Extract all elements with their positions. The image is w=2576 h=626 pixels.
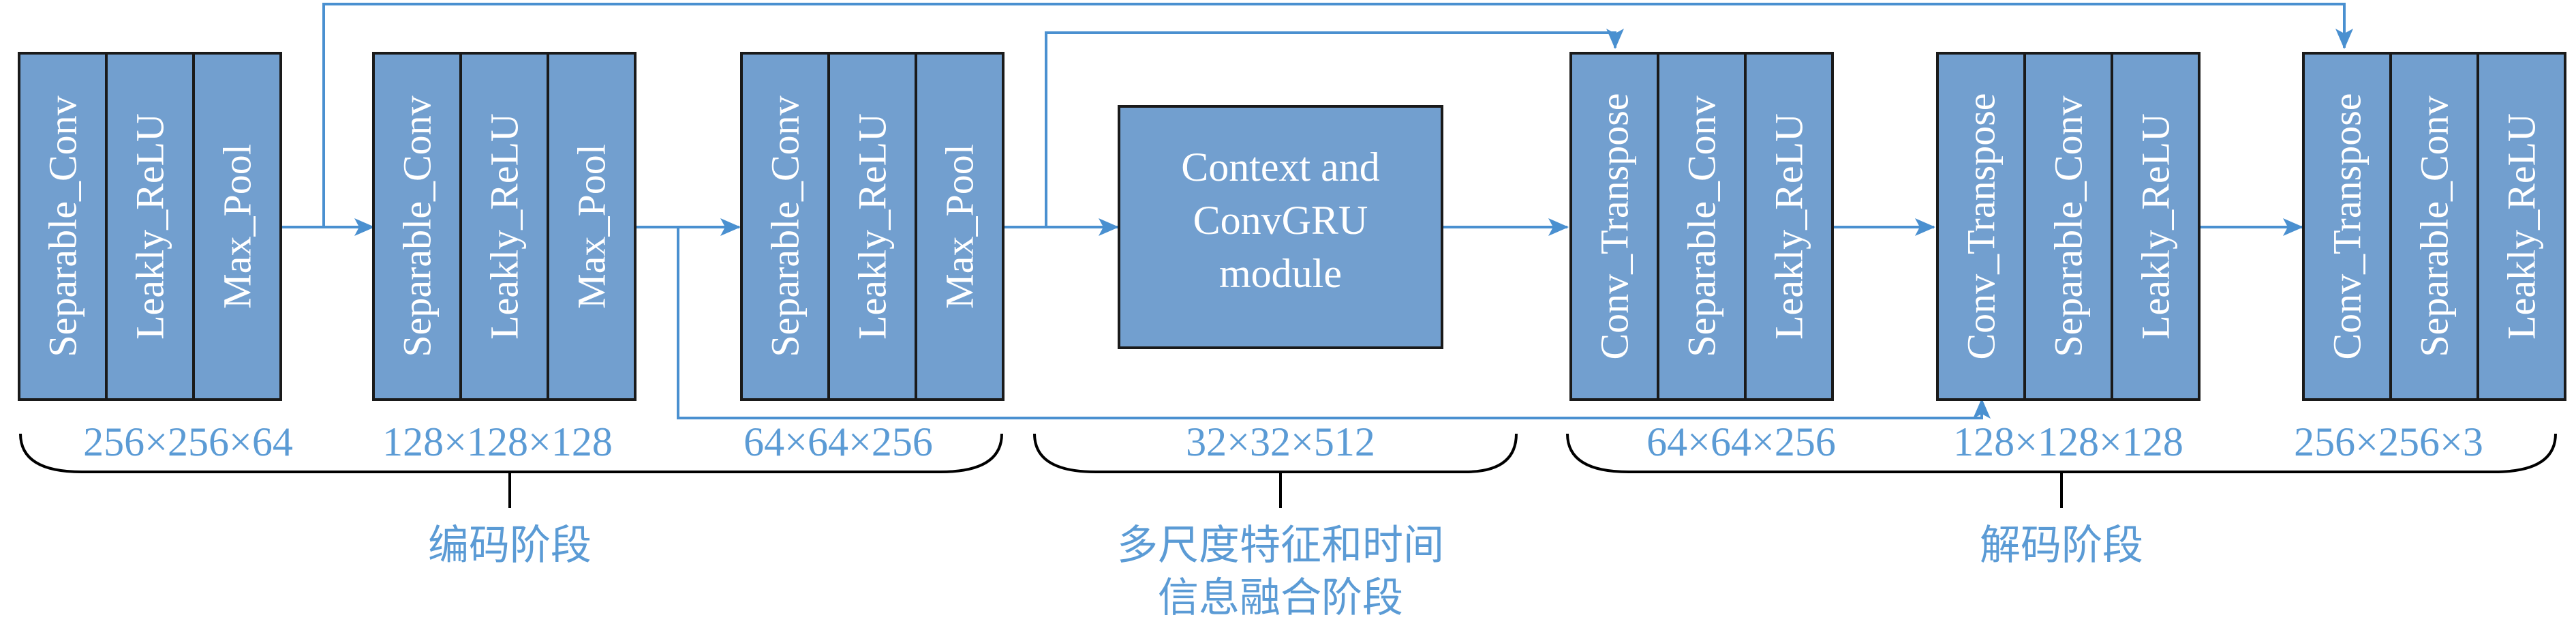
layer-label: Max_Pool bbox=[215, 144, 260, 309]
layer-block-1: Separable_Conv Leakly_ReLU Max_Pool bbox=[18, 52, 282, 401]
dims-label-5: 128×128×128 bbox=[1953, 419, 2183, 464]
layer-cell bbox=[547, 52, 637, 401]
layer-label: Leakly_ReLU bbox=[2134, 113, 2178, 340]
module-box bbox=[1118, 105, 1443, 349]
layer-block-3: Separable_Conv Leakly_ReLU Max_Pool bbox=[740, 52, 1005, 401]
layer-cell bbox=[105, 52, 195, 401]
layer-label: Max_Pool bbox=[938, 144, 982, 309]
layer-cell bbox=[915, 52, 1005, 401]
skip-connection-128 bbox=[677, 227, 1991, 419]
stage-labels: 编码阶段 多尺度特征和时间 信息融合阶段 解码阶段 bbox=[428, 522, 2143, 622]
module-label-line-2: ConvGRU bbox=[1193, 198, 1368, 243]
layer-cell bbox=[827, 52, 917, 401]
layer-cell bbox=[1744, 52, 1834, 401]
layer-label: Separable_Conv bbox=[2412, 95, 2457, 357]
layer-cell bbox=[1657, 52, 1747, 401]
layer-cell bbox=[1569, 52, 1659, 401]
dims-label-module: 32×32×512 bbox=[1186, 419, 1375, 464]
layer-label: Leakly_ReLU bbox=[2500, 113, 2544, 340]
layer-label: Conv_Transpose bbox=[1593, 93, 1637, 359]
module-label-line-3: module bbox=[1219, 251, 1342, 296]
dims-label-4: 64×64×256 bbox=[1646, 419, 1836, 464]
layer-label: Conv_Transpose bbox=[2325, 93, 2370, 359]
layer-cell bbox=[2477, 52, 2566, 401]
encoder-stage-label: 编码阶段 bbox=[428, 522, 592, 569]
dimension-labels: 256×256×64 128×128×128 64×64×256 32×32×5… bbox=[83, 419, 2483, 464]
layer-label: Leakly_ReLU bbox=[1767, 113, 1811, 340]
layer-label: Separable_Conv bbox=[395, 95, 440, 357]
dims-label-2: 128×128×128 bbox=[382, 419, 613, 464]
layer-label: Separable_Conv bbox=[1680, 95, 1724, 357]
layer-cell bbox=[740, 52, 830, 401]
layer-label: Leakly_ReLU bbox=[850, 113, 895, 340]
module-label-line-1: Context and bbox=[1181, 145, 1380, 190]
layer-label: Separable_Conv bbox=[763, 95, 808, 357]
layer-cell bbox=[2023, 52, 2113, 401]
stage-braces bbox=[19, 433, 2557, 508]
layer-label: Max_Pool bbox=[570, 144, 614, 309]
decoder-stage-label: 解码阶段 bbox=[1980, 522, 2143, 569]
layer-block-5: Conv_Transpose Separable_Conv Leakly_ReLU bbox=[1936, 52, 2201, 401]
fusion-stage-label-line-1: 多尺度特征和时间 bbox=[1117, 522, 1444, 569]
layer-block-6: Conv_Transpose Separable_Conv Leakly_ReLU bbox=[2302, 52, 2566, 401]
skip-connection-64 bbox=[1045, 29, 1624, 227]
layer-label: Leakly_ReLU bbox=[482, 113, 527, 340]
dims-label-3: 64×64×256 bbox=[743, 419, 933, 464]
layer-block-4: Conv_Transpose Separable_Conv Leakly_ReLU bbox=[1569, 52, 1834, 401]
layer-label: Separable_Conv bbox=[2046, 95, 2091, 357]
skip-connection-256 bbox=[322, 3, 2353, 227]
layer-cell bbox=[459, 52, 549, 401]
layer-cell bbox=[2111, 52, 2201, 401]
fusion-brace bbox=[1033, 433, 1518, 473]
layer-label: Conv_Transpose bbox=[1959, 93, 2004, 359]
layer-label: Leakly_ReLU bbox=[128, 113, 172, 340]
dims-label-1: 256×256×64 bbox=[83, 419, 293, 464]
fusion-stage-label-line-2: 信息融合阶段 bbox=[1158, 574, 1403, 622]
layer-label: Separable_Conv bbox=[41, 95, 85, 357]
layer-cell bbox=[192, 52, 282, 401]
dims-label-6: 256×256×3 bbox=[2294, 419, 2483, 464]
layer-cell bbox=[372, 52, 462, 401]
skip-connections bbox=[322, 3, 2353, 419]
layer-block-2: Separable_Conv Leakly_ReLU Max_Pool bbox=[372, 52, 637, 401]
context-convgru-module: Context and ConvGRU module bbox=[1118, 105, 1443, 349]
layer-cell bbox=[2389, 52, 2479, 401]
